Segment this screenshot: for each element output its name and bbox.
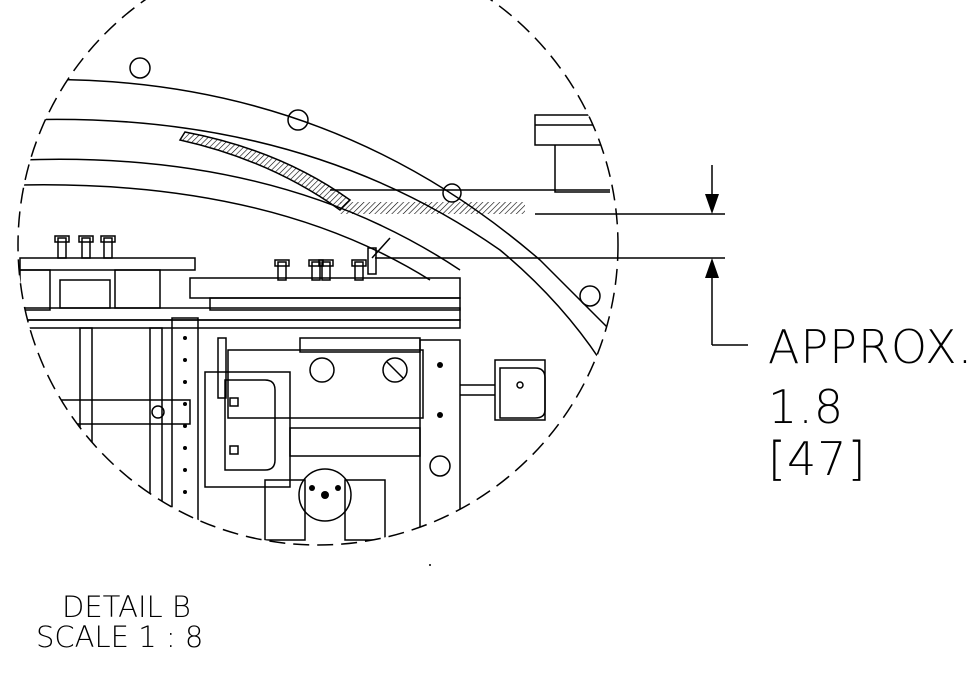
stray-dot bbox=[429, 564, 431, 566]
mount-hole bbox=[579, 285, 601, 307]
machine-assembly bbox=[19, 57, 611, 545]
hatched-bar bbox=[340, 202, 525, 214]
top-plate bbox=[19, 257, 196, 271]
ring-arc-3 bbox=[19, 158, 461, 271]
right-clamp bbox=[460, 359, 546, 421]
detail-scale: SCALE 1 : 8 bbox=[36, 620, 204, 654]
detail-title: DETAIL B bbox=[62, 590, 191, 624]
ring-inner-arc bbox=[19, 118, 601, 361]
dimension-approx-label: APPROX. bbox=[768, 320, 974, 374]
dimension-lines bbox=[375, 165, 748, 346]
dimension-value-mm-group: [47] bbox=[768, 436, 866, 482]
central-block bbox=[227, 349, 424, 419]
lower-mechanism bbox=[264, 427, 421, 541]
dimension-arrowhead-lower bbox=[705, 258, 719, 278]
mount-hole bbox=[287, 109, 309, 131]
hatched-section bbox=[178, 131, 352, 211]
bracket-open: [ bbox=[768, 432, 787, 486]
dimension-value-mm: 47 bbox=[786, 432, 848, 486]
ring-outer-arc bbox=[19, 78, 611, 331]
fasteners bbox=[54, 235, 367, 281]
frame-column bbox=[171, 317, 199, 545]
bracket-close: ] bbox=[847, 432, 867, 486]
dimension-arrowhead-upper bbox=[705, 194, 719, 214]
detail-boundary bbox=[17, 0, 619, 546]
mount-hole bbox=[129, 57, 151, 79]
dimension-value-inch: 1.8 bbox=[768, 380, 845, 434]
mount-hole bbox=[442, 183, 462, 203]
ring-arc-4 bbox=[19, 184, 431, 281]
